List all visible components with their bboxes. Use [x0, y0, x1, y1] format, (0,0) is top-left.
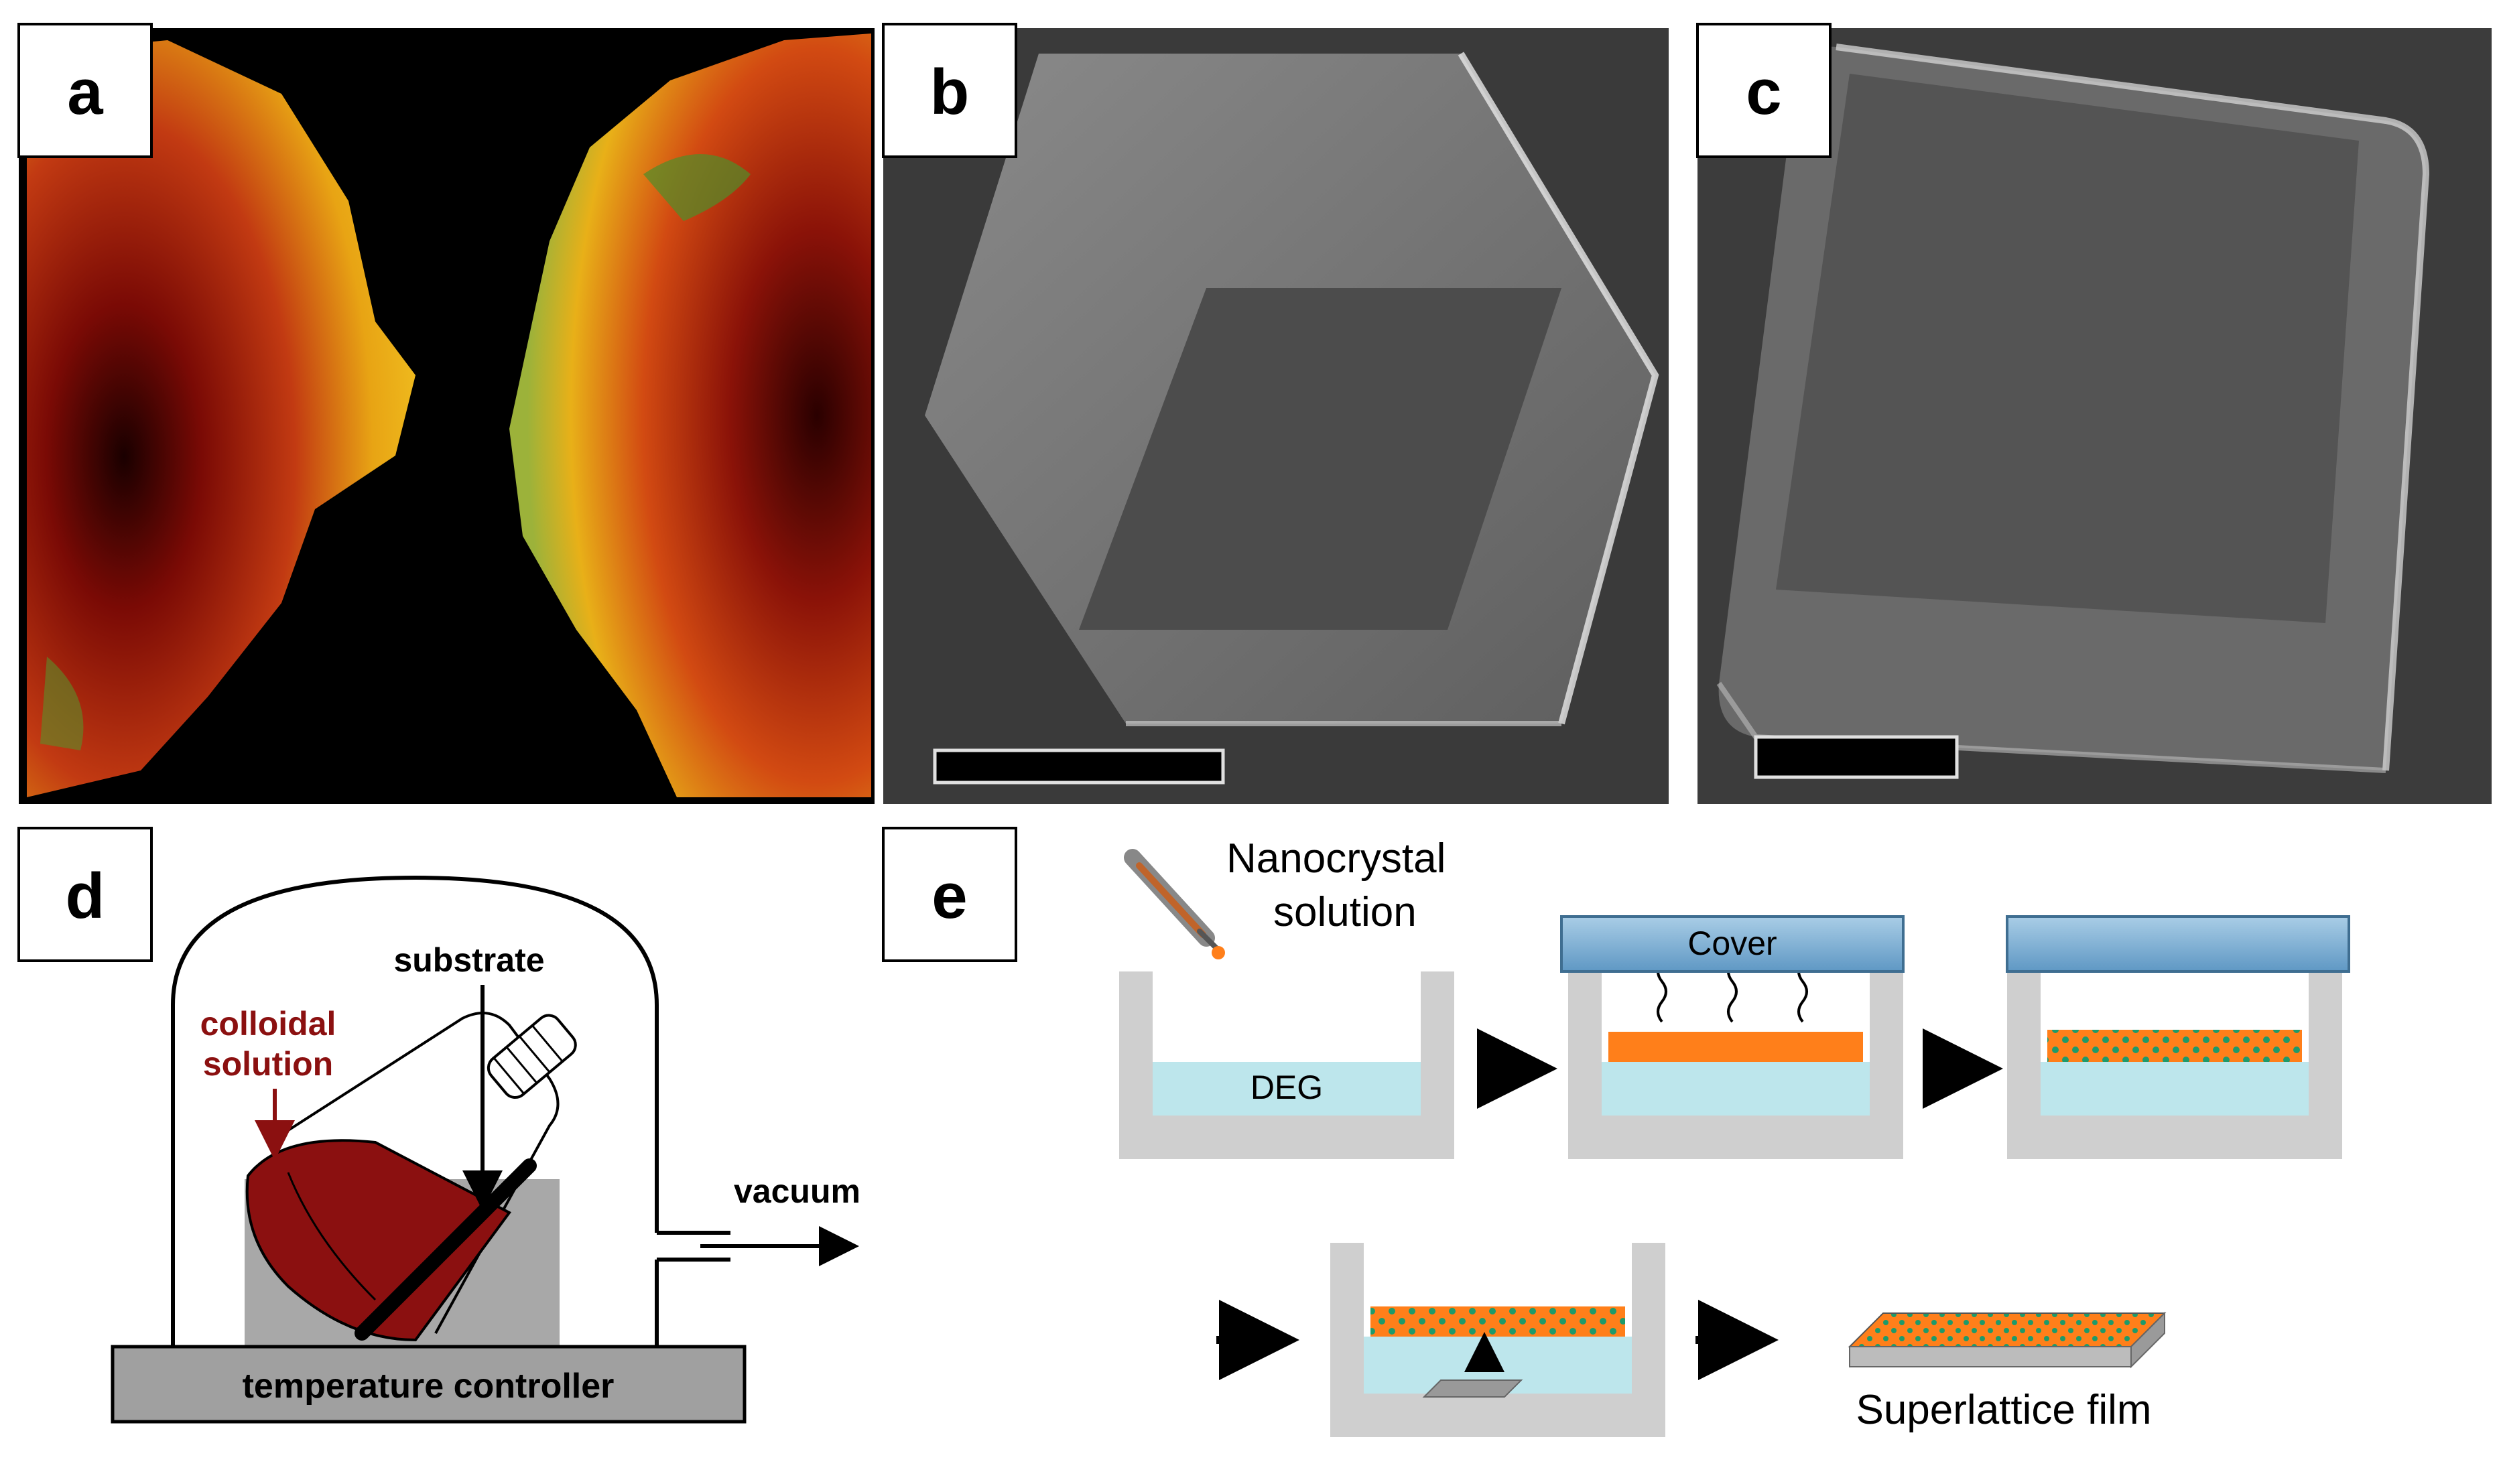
cover-plate	[1560, 915, 1905, 973]
superlattice-film-label: Superlattice film	[1856, 1387, 2151, 1433]
colloidal-label-line1: colloidal	[200, 1005, 336, 1042]
trough-step-1: DEG	[1119, 971, 1454, 1159]
vacuum-port	[657, 1231, 730, 1262]
panel-e-label-box	[882, 827, 1017, 962]
panel-b-label-box	[882, 23, 1017, 158]
panel-d-label: d	[66, 860, 105, 932]
deg-liquid	[1153, 1062, 1421, 1116]
panel-b: b	[882, 23, 1669, 804]
substrate-label: substrate	[393, 941, 544, 979]
cover-plate-2	[2006, 915, 2350, 973]
temperature-controller-plate	[111, 1345, 747, 1424]
panel-a: a	[17, 23, 875, 804]
panel-a-label: a	[67, 56, 103, 128]
panel-b-label: b	[930, 56, 970, 128]
deg-label: DEG	[1250, 1069, 1323, 1106]
bell-jar	[171, 875, 659, 1347]
nanocrystal-label-line2: solution	[1273, 889, 1417, 935]
nanocrystal-label-line1: Nanocrystal	[1226, 835, 1446, 882]
colloidal-label-line2: solution	[203, 1045, 333, 1083]
trough-step-2: Cover	[1560, 915, 1905, 1159]
panel-d-label-box	[17, 827, 153, 962]
panel-d: d vacuum substrate colloidal solution	[17, 827, 860, 1424]
cover-label: Cover	[1687, 925, 1777, 962]
vial-neck	[487, 1014, 577, 1099]
crystal-region-right	[509, 33, 871, 797]
substrate-slide	[1422, 1379, 1523, 1398]
temperature-controller-label: temperature controller	[243, 1367, 615, 1406]
panel-e: e Nanocrystal solution DEG Cover	[882, 827, 2350, 1437]
octahedron-center-face	[1079, 288, 1561, 630]
panel-c-label: c	[1746, 56, 1781, 128]
trough-step-3	[2006, 915, 2350, 1159]
panel-c-label-box	[1696, 23, 1832, 158]
trough-step-4	[1330, 1243, 1665, 1437]
panel-c: c	[1696, 23, 2492, 804]
scale-bar-c	[1754, 735, 1959, 779]
panel-a-label-box	[17, 23, 153, 158]
superlattice-layer	[2047, 1030, 2302, 1062]
vacuum-label: vacuum	[734, 1172, 860, 1210]
panel-e-label: e	[932, 860, 967, 932]
scale-bar-b	[933, 748, 1225, 785]
nc-layer-orange	[1608, 1032, 1863, 1062]
cube-top-face	[1776, 74, 2359, 623]
crystal-region-left	[27, 40, 415, 797]
superlattice-film	[1848, 1311, 2167, 1369]
vial-outline	[273, 1012, 560, 1334]
pipette-icon	[1124, 849, 1225, 959]
